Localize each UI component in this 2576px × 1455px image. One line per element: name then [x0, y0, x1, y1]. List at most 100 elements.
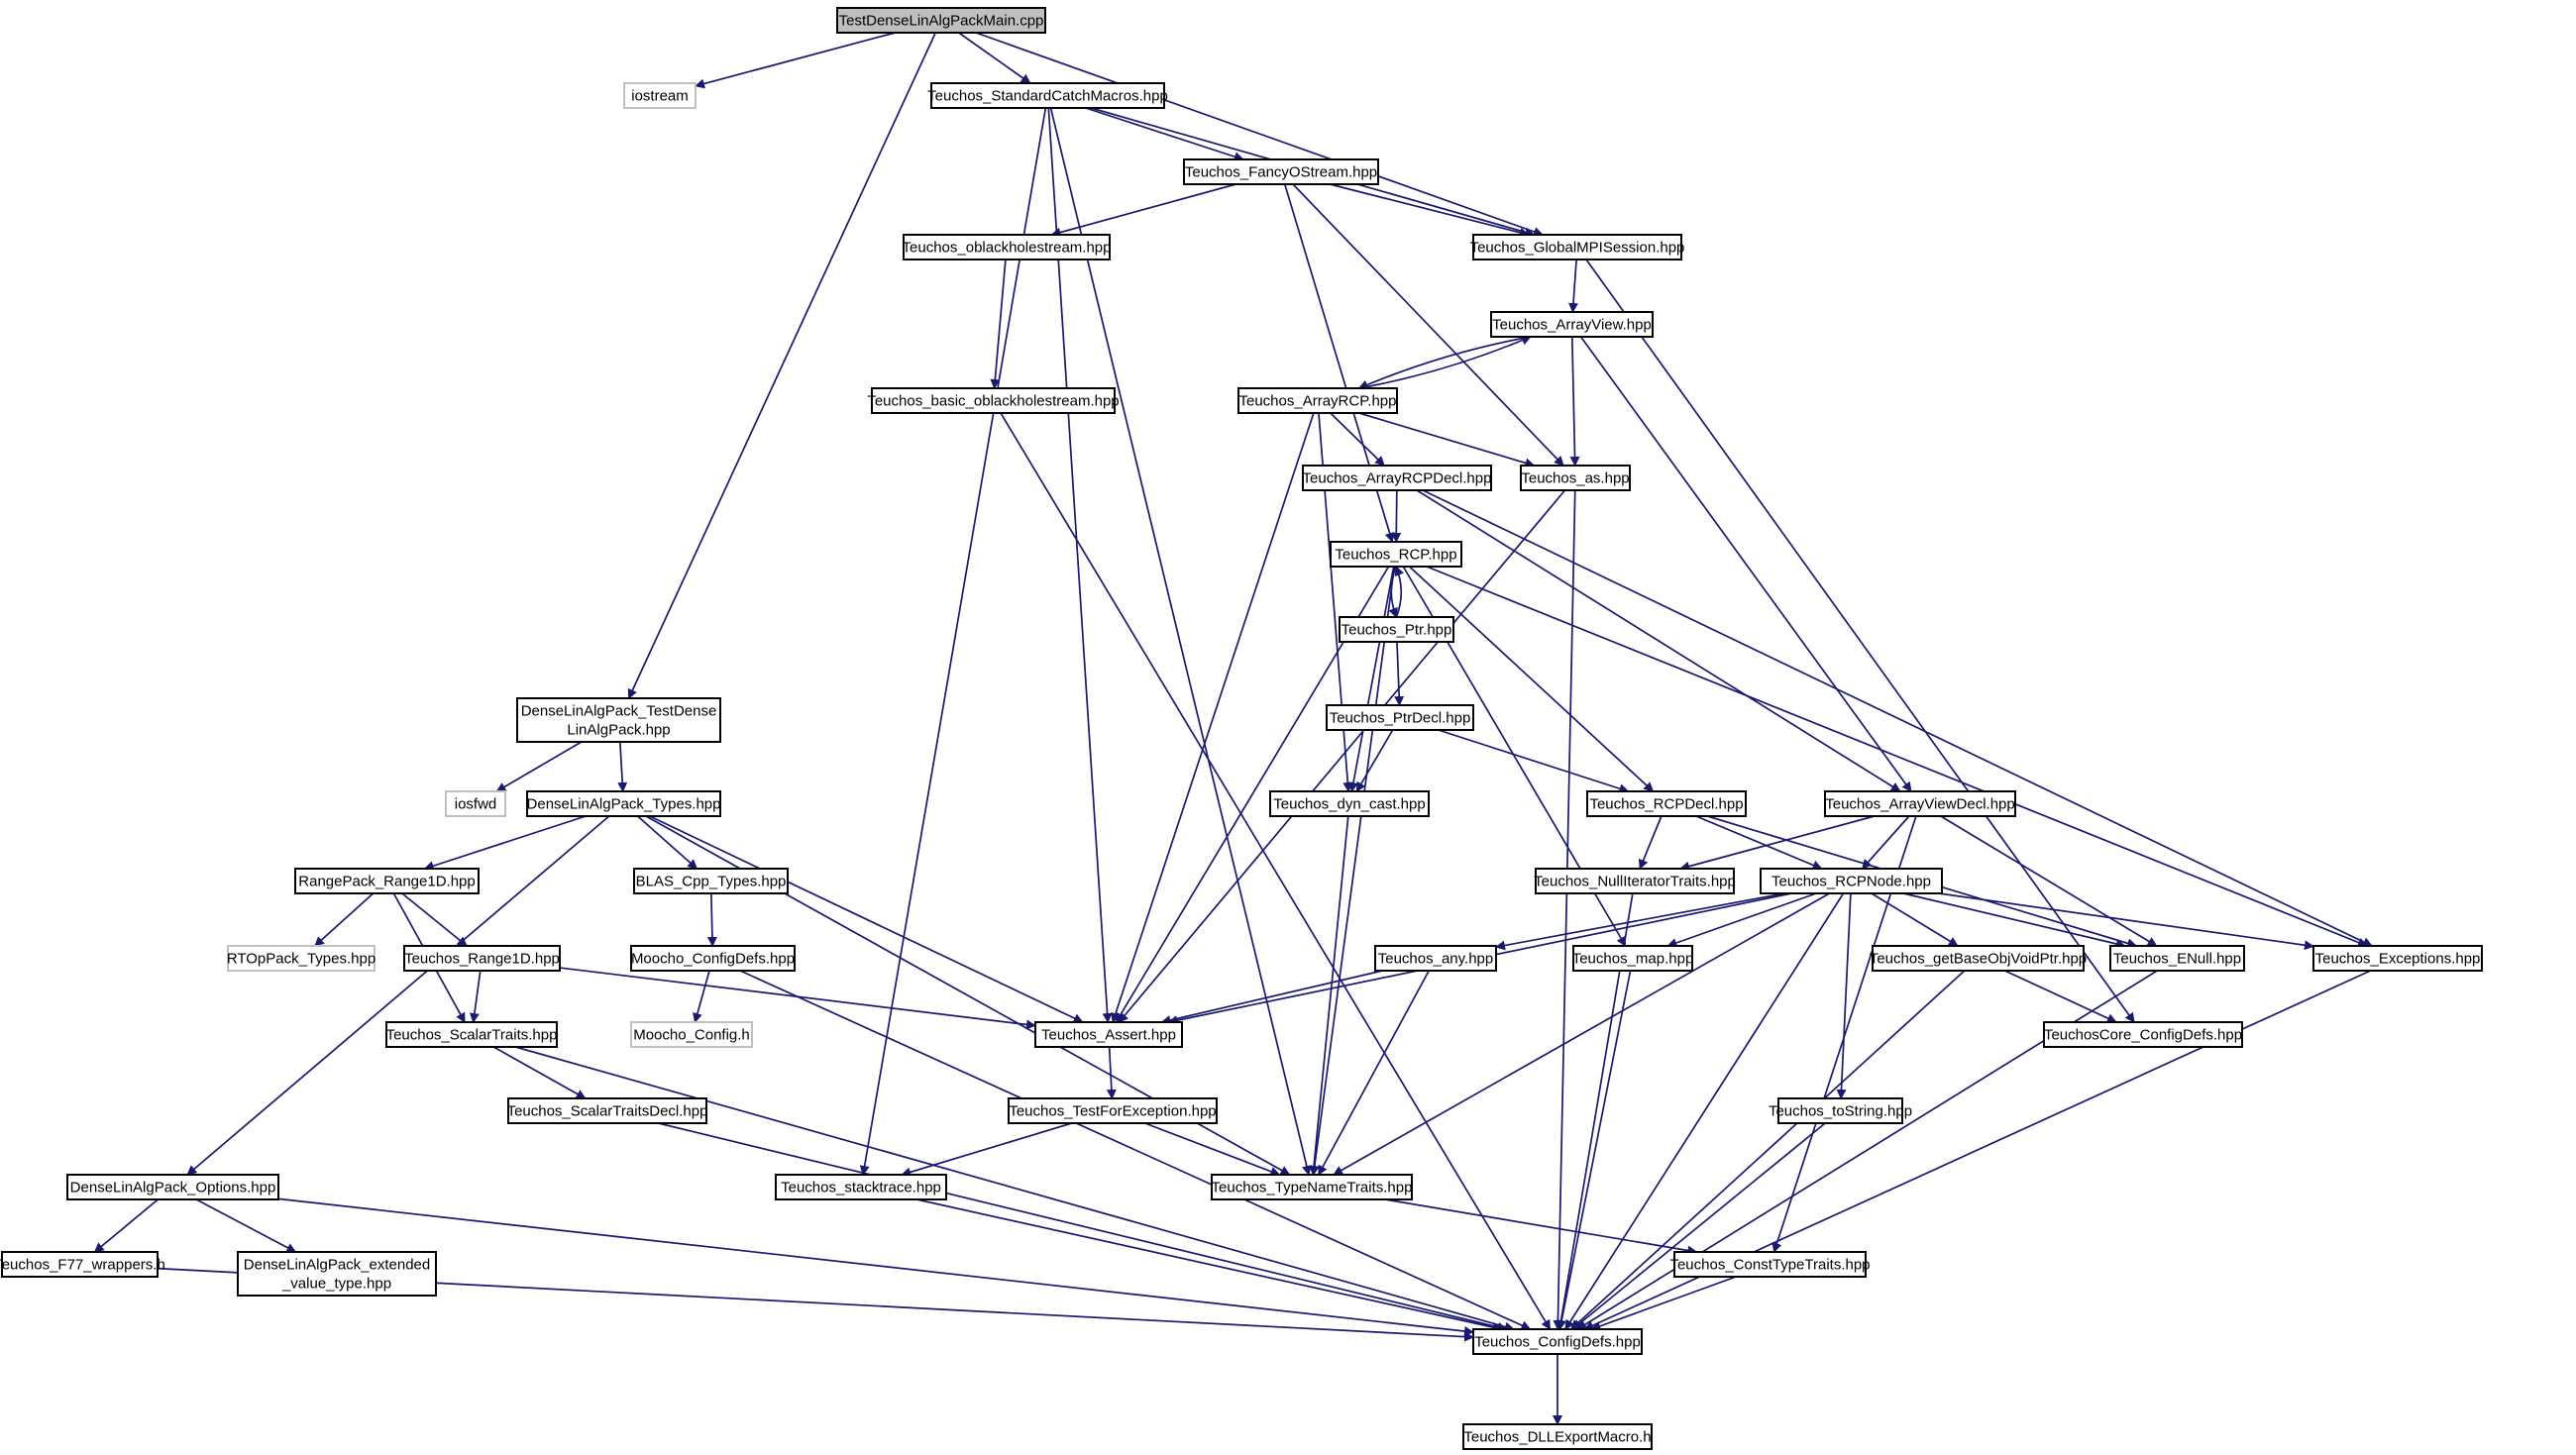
node-std[interactable]: Teuchos_ScalarTraitsDecl.hpp [507, 1097, 708, 1124]
edge-rcpn-to-gbovp [1871, 892, 1959, 947]
node-cd[interactable]: Teuchos_ConfigDefs.hpp [1472, 1328, 1643, 1355]
node-box [1330, 541, 1462, 568]
edge-rcpn-to-enull [1903, 892, 2126, 949]
node-iostream[interactable]: iostream [623, 82, 697, 109]
edge-ctt-to-cd [1590, 1276, 1737, 1331]
node-iosfwd[interactable]: iosfwd [445, 790, 506, 817]
node-box [623, 82, 697, 109]
node-label: Teuchos_ScalarTraitsDecl.hpp [507, 1103, 708, 1120]
node-tccd[interactable]: TeuchosCore_ConfigDefs.hpp [2043, 1021, 2243, 1048]
node-label: iosfwd [455, 796, 497, 813]
node-exc[interactable]: Teuchos_Exceptions.hpp [2312, 945, 2483, 972]
node-arcp[interactable]: Teuchos_ArrayRCP.hpp [1237, 387, 1398, 414]
node-assert[interactable]: Teuchos_Assert.hpp [1034, 1021, 1183, 1048]
node-label: Teuchos_ScalarTraits.hpp [386, 1027, 558, 1044]
edge-arcp-to-as [1358, 412, 1536, 468]
edge-opts-to-ext [195, 1198, 297, 1253]
edge-arcp-to-arcpd [1330, 412, 1385, 467]
node-box [1237, 387, 1398, 414]
node-box [633, 868, 789, 894]
node-avd[interactable]: Teuchos_ArrayViewDecl.hpp [1824, 790, 2016, 817]
node-gbovp[interactable]: Teuchos_getBaseObjVoidPtr.hpp [1870, 945, 2087, 972]
edge-as-to-cd [1553, 489, 1576, 1330]
node-rcp[interactable]: Teuchos_RCP.hpp [1330, 541, 1462, 568]
node-av[interactable]: Teuchos_ArrayView.hpp [1490, 311, 1654, 338]
node-map[interactable]: Teuchos_map.hpp [1572, 945, 1694, 972]
node-ptrd[interactable]: Teuchos_PtrDecl.hpp [1326, 704, 1474, 731]
edge-main-to-scm [958, 32, 1031, 84]
node-box [66, 1174, 279, 1200]
node-nit[interactable]: Teuchos_NullIteratorTraits.hpp [1534, 868, 1736, 894]
edge-opts-to-f77 [93, 1198, 159, 1253]
node-box [385, 1021, 558, 1048]
node-tdlap[interactable]: DenseLinAlgPack_TestDenseLinAlgPack.hpp [516, 697, 721, 743]
node-types[interactable]: DenseLinAlgPack_Types.hpp [526, 790, 721, 817]
edge-range-to-trange [401, 892, 468, 947]
node-ext[interactable]: DenseLinAlgPack_extended_value_type.hpp [237, 1251, 437, 1297]
node-box [1326, 704, 1474, 731]
node-st[interactable]: Teuchos_ScalarTraits.hpp [385, 1021, 558, 1048]
node-scm[interactable]: Teuchos_StandardCatchMacros.hpp [927, 82, 1168, 109]
edge-types-to-range [423, 815, 587, 871]
edge-dyn-to-tnt [1309, 815, 1349, 1176]
node-obh[interactable]: Teuchos_oblackholestream.hpp [903, 234, 1112, 260]
node-rtop[interactable]: RTOpPack_Types.hpp [227, 945, 376, 972]
node-mc[interactable]: Moocho_Config.h [630, 1021, 753, 1048]
node-enull[interactable]: Teuchos_ENull.hpp [2109, 945, 2245, 972]
node-as[interactable]: Teuchos_as.hpp [1520, 465, 1631, 491]
node-rcpd[interactable]: Teuchos_RCPDecl.hpp [1586, 790, 1747, 817]
node-label: Teuchos_as.hpp [1521, 470, 1629, 487]
node-f77[interactable]: Teuchos_F77_wrappers.h [0, 1251, 165, 1278]
edges [93, 32, 2373, 1425]
node-label: Teuchos_StandardCatchMacros.hpp [927, 88, 1168, 105]
node-box [2109, 945, 2245, 972]
node-box [1339, 616, 1454, 643]
node-ptr[interactable]: Teuchos_Ptr.hpp [1339, 616, 1454, 643]
node-dll[interactable]: Teuchos_DLLExportMacro.h [1462, 1423, 1653, 1450]
node-rcpn[interactable]: Teuchos_RCPNode.hpp [1760, 868, 1943, 894]
node-label: BLAS_Cpp_Types.hpp [636, 874, 787, 890]
node-tostr[interactable]: Teuchos_toString.hpp [1769, 1097, 1912, 1124]
node-range[interactable]: RangePack_Range1D.hpp [294, 868, 480, 894]
node-box [1183, 158, 1379, 185]
edge-any-to-tnt [1318, 970, 1430, 1176]
node-gmpi[interactable]: Teuchos_GlobalMPISession.hpp [1470, 234, 1685, 260]
node-box [237, 1251, 437, 1297]
node-label: Teuchos_TestForException.hpp [1009, 1103, 1216, 1120]
node-label: Teuchos_dyn_cast.hpp [1273, 796, 1425, 813]
node-tnt[interactable]: Teuchos_TypeNameTraits.hpp [1211, 1174, 1413, 1200]
node-blas[interactable]: BLAS_Cpp_Types.hpp [633, 868, 789, 894]
node-arcpd[interactable]: Teuchos_ArrayRCPDecl.hpp [1302, 465, 1492, 491]
node-box [1586, 790, 1747, 817]
node-label: Teuchos_ArrayViewDecl.hpp [1825, 796, 2015, 813]
node-dyn[interactable]: Teuchos_dyn_cast.hpp [1269, 790, 1430, 817]
node-label: Teuchos_getBaseObjVoidPtr.hpp [1870, 951, 2087, 968]
edge-mcd-to-cd [739, 970, 1532, 1330]
node-opts[interactable]: DenseLinAlgPack_Options.hpp [66, 1174, 279, 1200]
node-mcd[interactable]: Moocho_ConfigDefs.hpp [630, 945, 796, 972]
node-any[interactable]: Teuchos_any.hpp [1374, 945, 1497, 972]
node-trange[interactable]: Teuchos_Range1D.hpp [403, 945, 561, 972]
node-box [1572, 945, 1693, 972]
node-fos[interactable]: Teuchos_FancyOStream.hpp [1183, 158, 1379, 185]
edge-bobh-to-cd [1000, 412, 1552, 1330]
node-label: Teuchos_PtrDecl.hpp [1330, 710, 1471, 727]
edge-rcpn-to-any [1495, 892, 1785, 951]
edge-rcpn-to-tnt [1333, 892, 1830, 1176]
node-label: Teuchos_ArrayView.hpp [1492, 317, 1652, 334]
node-ctt[interactable]: Teuchos_ConstTypeTraits.hpp [1669, 1251, 1871, 1278]
edge-map-to-cd [1556, 970, 1632, 1330]
node-box [2043, 1021, 2243, 1048]
node-box [516, 697, 721, 743]
edge-std-to-cd [658, 1122, 1508, 1332]
edge-main-to-iostream [695, 32, 896, 89]
node-label: Teuchos_basic_oblackholestream.hpp [867, 393, 1119, 410]
node-box [1777, 1097, 1903, 1124]
node-tfe[interactable]: Teuchos_TestForException.hpp [1008, 1097, 1218, 1124]
node-stack[interactable]: Teuchos_stacktrace.hpp [775, 1174, 947, 1200]
node-box [1008, 1097, 1218, 1124]
edge-ptrd-to-rcpd [1438, 729, 1630, 793]
edge-main-to-gmpi [975, 32, 1544, 237]
node-main[interactable]: TestDenseLinAlgPackMain.cpp [836, 7, 1046, 34]
node-bobh[interactable]: Teuchos_basic_oblackholestream.hpp [867, 387, 1120, 414]
